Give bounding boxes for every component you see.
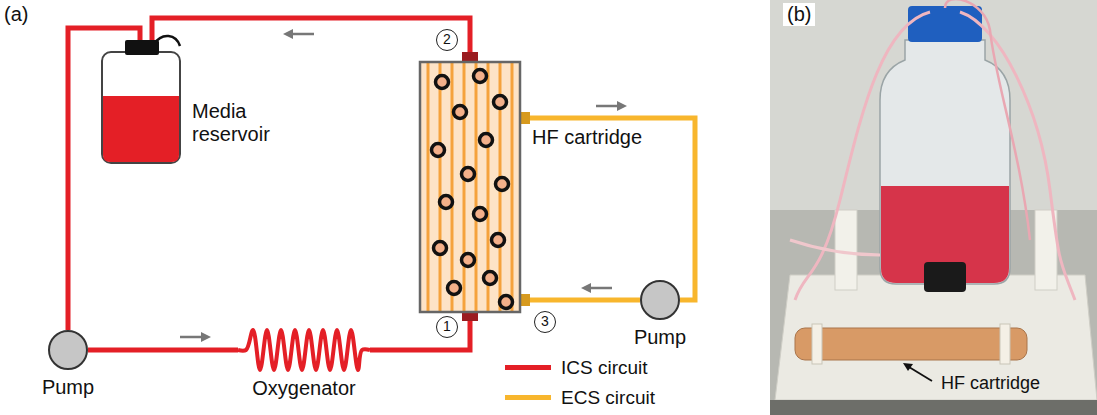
- flow-arrow-head: [283, 29, 293, 39]
- panel-label: (b): [783, 3, 815, 26]
- holder-post: [835, 210, 857, 290]
- pump-shape: [48, 330, 88, 370]
- tubing-connector: [152, 18, 470, 62]
- flow-arrow-head: [201, 332, 211, 342]
- cell: [480, 134, 493, 147]
- cartridge-fill: [420, 62, 520, 312]
- cartridge-end-cap: [812, 324, 822, 364]
- bottle-cap: [908, 6, 982, 42]
- node-label: Oxygenator: [252, 377, 355, 400]
- flow-arrow-line: [292, 33, 314, 36]
- cell: [462, 254, 475, 267]
- tubing: [795, 12, 930, 300]
- hf-cartridge-photo: [795, 328, 1027, 360]
- hollow-fiber: [427, 62, 430, 312]
- tubing-connector: [370, 312, 470, 350]
- flow-arrows: [180, 29, 627, 342]
- hood-grating: [770, 400, 1097, 415]
- legend-label: ECS circuit: [561, 386, 655, 409]
- bottle-body: [102, 52, 180, 163]
- legend-swatch: [505, 395, 551, 400]
- pump-symbol: [641, 281, 679, 319]
- pump-symbol: [49, 331, 87, 369]
- cell: [440, 196, 453, 209]
- tubing: [790, 240, 880, 255]
- media-reservoir-shape: [100, 40, 182, 165]
- cartridge-outline: [420, 62, 520, 312]
- hollow-fiber: [451, 62, 454, 312]
- callout-number: 2: [436, 29, 458, 51]
- cell: [484, 272, 497, 285]
- bench-platform: [775, 275, 1097, 400]
- media-reservoir: Media reservoir: [100, 40, 182, 165]
- photo: [770, 0, 1097, 415]
- callout-number: 3: [534, 311, 556, 333]
- tubing-connector: [520, 118, 695, 300]
- node-label: Media reservoir: [192, 100, 296, 146]
- cell: [436, 76, 449, 89]
- media-bottle: [880, 40, 1010, 284]
- panel-label: (a): [4, 3, 28, 26]
- flow-arrow-head: [581, 283, 591, 293]
- hollow-fiber: [463, 62, 466, 312]
- cell: [434, 242, 447, 255]
- flow-arrow-head: [617, 101, 627, 111]
- oxygenator-shape: [238, 327, 370, 373]
- cell: [500, 296, 513, 309]
- flow-arrow-line: [596, 105, 618, 108]
- legend-row: ICS circuit: [505, 356, 648, 379]
- pump: Pump: [640, 280, 680, 320]
- hf-cartridge: HF cartridge: [420, 62, 520, 312]
- bottle-cap: [125, 40, 159, 55]
- hollow-fiber: [475, 62, 478, 312]
- ics-port: [462, 312, 478, 321]
- cell: [492, 234, 505, 247]
- cell: [454, 106, 467, 119]
- leader-arrow-head: [903, 363, 913, 371]
- tubing-connector: [88, 348, 238, 353]
- cell: [494, 96, 507, 109]
- oxygenator: Oxygenator: [238, 327, 370, 373]
- pump: Pump: [48, 330, 88, 370]
- legend-row: ECS circuit: [505, 386, 655, 409]
- cell: [496, 178, 509, 191]
- cell: [432, 144, 445, 157]
- hollow-fiber: [511, 62, 514, 312]
- node-label: Pump: [42, 376, 94, 399]
- cell: [448, 282, 461, 295]
- flow-arrow-line: [590, 287, 612, 290]
- pump-shape: [640, 280, 680, 320]
- photo-label: HF cartridge: [938, 372, 1043, 395]
- ecs-port: [520, 294, 530, 306]
- tubing-connector: [520, 298, 640, 303]
- legend-swatch: [505, 365, 551, 370]
- pump-head: [924, 262, 966, 292]
- media-liquid: [103, 96, 179, 162]
- leader-arrow: [909, 367, 932, 381]
- oxygenator-coil: [238, 330, 370, 370]
- callout-number: 1: [436, 316, 458, 338]
- tubing: [945, 0, 1030, 240]
- hollow-fiber: [439, 62, 442, 312]
- cell: [474, 70, 487, 83]
- legend-label: ICS circuit: [561, 356, 648, 379]
- flow-arrow-line: [180, 336, 202, 339]
- photo-background: [770, 0, 1097, 415]
- cell: [474, 208, 487, 221]
- ecs-port: [520, 112, 530, 124]
- tubing: [960, 12, 1075, 300]
- ics-port: [462, 52, 478, 62]
- hf-cartridge-shape: [420, 62, 520, 312]
- node-label: HF cartridge: [532, 126, 642, 149]
- cell: [462, 168, 475, 181]
- cartridge-end-cap: [1000, 324, 1010, 364]
- node-label: Pump: [634, 326, 686, 349]
